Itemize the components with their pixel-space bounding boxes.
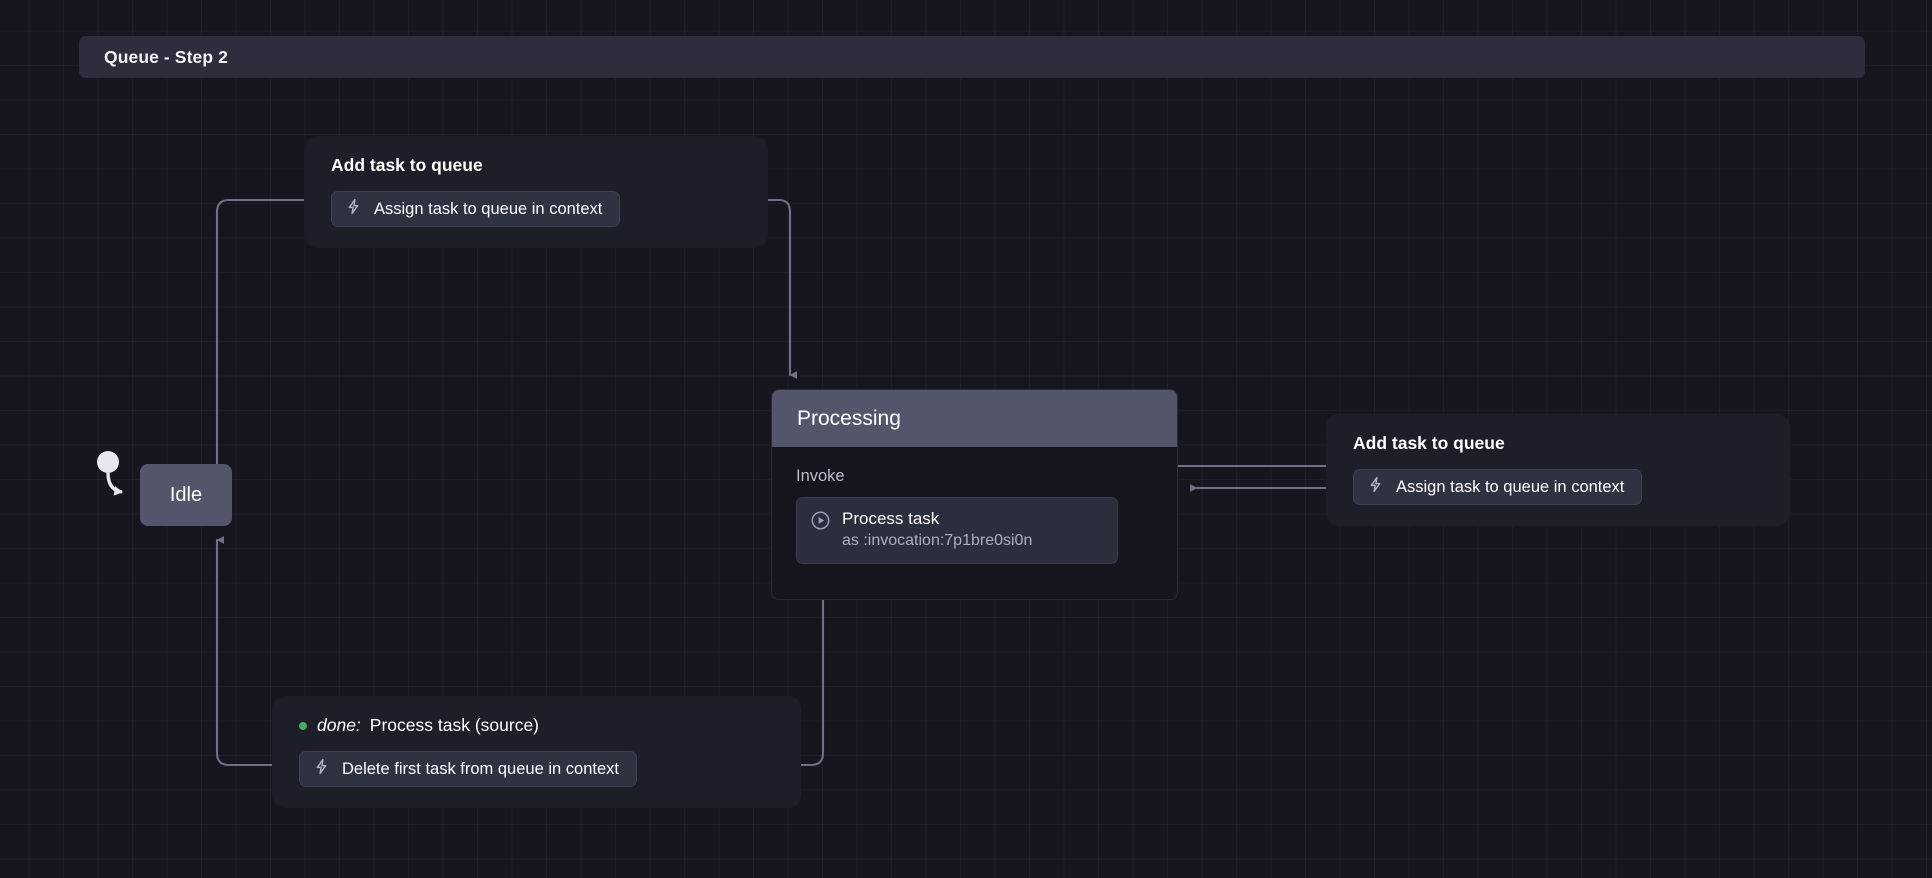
edge-idle-to-event-add <box>215 198 306 466</box>
edge-processing-to-done-event <box>799 598 825 767</box>
edge-done-event-to-idle <box>215 536 274 767</box>
bolt-icon <box>345 198 362 220</box>
transition-box-add-task-to-queue-self[interactable]: Add task to queue Assign task to queue i… <box>1326 414 1790 526</box>
state-label-processing: Processing <box>797 406 901 430</box>
status-dot-icon <box>299 721 307 730</box>
transition-box-add-task-to-queue[interactable]: Add task to queue Assign task to queue i… <box>304 136 768 248</box>
transition-event-key: done: <box>317 715 361 735</box>
transition-box-done-process-task[interactable]: done: Process task (source) Delete first… <box>272 696 801 808</box>
machine-header-bar[interactable]: Queue - Step 2 <box>79 36 1865 78</box>
action-chip-label: Assign task to queue in context <box>374 199 603 218</box>
invoke-chip-text: Process task as :invocation:7p1bre0si0n <box>842 508 1032 552</box>
play-circle-icon <box>811 511 830 535</box>
action-chip-label: Assign task to queue in context <box>1396 477 1625 496</box>
page-title: Queue - Step 2 <box>104 46 228 67</box>
transition-event-value: Process task (source) <box>369 715 540 735</box>
state-body-processing: Invoke Process task as :invocation:7p1br… <box>772 447 1177 564</box>
transition-event-row: done: Process task (source) <box>299 715 774 736</box>
state-label-idle: Idle <box>169 483 203 506</box>
action-chip-assign-task[interactable]: Assign task to queue in context <box>1353 469 1643 505</box>
state-header-processing[interactable]: Processing <box>772 390 1177 447</box>
invoke-chip-subtitle: as :invocation:7p1bre0si0n <box>842 532 1033 549</box>
transition-event-label: Add task to queue <box>1353 433 1505 453</box>
state-node-processing[interactable]: Processing Invoke Process task as :invoc… <box>771 389 1178 600</box>
invoke-chip-title: Process task <box>842 509 940 528</box>
action-chip-delete-first-task[interactable]: Delete first task from queue in context <box>299 751 637 787</box>
action-chip-label: Delete first task from queue in context <box>342 759 619 778</box>
action-chip-assign-task[interactable]: Assign task to queue in context <box>331 191 621 227</box>
invoke-section-label: Invoke <box>796 467 845 485</box>
bolt-icon <box>1367 476 1384 498</box>
invoke-chip-process-task[interactable]: Process task as :invocation:7p1bre0si0n <box>796 497 1118 564</box>
initial-state-marker <box>97 451 119 473</box>
transition-event-label: Add task to queue <box>331 155 483 175</box>
initial-state-arrow <box>106 472 124 496</box>
state-node-idle[interactable]: Idle <box>140 464 232 526</box>
edge-event-add-to-processing <box>766 198 797 379</box>
bolt-icon <box>313 758 330 780</box>
